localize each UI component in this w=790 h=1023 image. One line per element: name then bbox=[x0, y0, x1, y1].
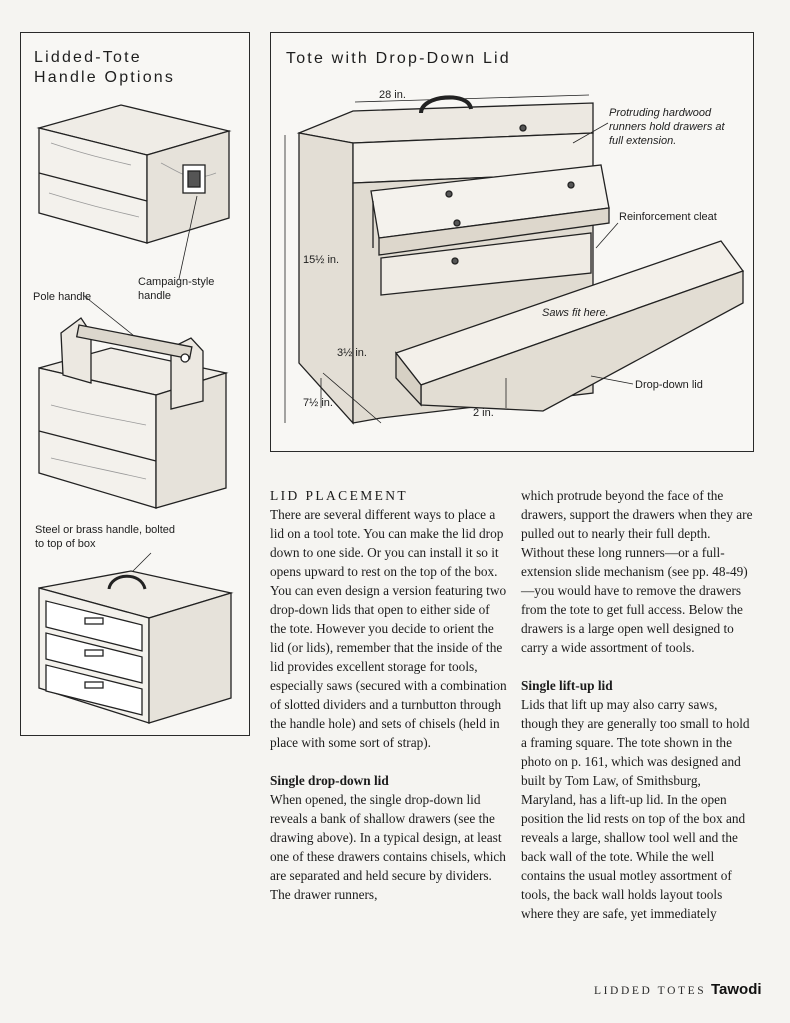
handle-options-title: Lidded-Tote Handle Options bbox=[34, 48, 175, 88]
handle-options-panel: Lidded-Tote Handle Options bbox=[20, 32, 250, 736]
lift-up-lid-subheading: Single lift-up lid bbox=[521, 678, 613, 693]
box-illustrations bbox=[36, 104, 234, 724]
pole-handle-box-drawing bbox=[38, 294, 229, 509]
article-column-1: LID PLACEMENT There are several differen… bbox=[270, 486, 508, 904]
handle-options-title-line2: Handle Options bbox=[34, 69, 176, 86]
running-head: LIDDED TOTES bbox=[594, 985, 707, 997]
saws-callout: Saws fit here. bbox=[542, 307, 609, 319]
tote-drawing bbox=[284, 94, 745, 425]
drop-down-lid-paragraph: When opened, the single drop-down lid re… bbox=[270, 792, 506, 902]
lid-depth-dimension: 2 in. bbox=[473, 407, 494, 419]
handle-options-title-line1: Lidded-Tote bbox=[34, 49, 142, 66]
runners-callout: Protruding hardwood runners hold drawers… bbox=[609, 107, 725, 147]
bolted-handle-box-drawing bbox=[38, 552, 234, 724]
lid-placement-heading: LID PLACEMENT bbox=[270, 488, 409, 503]
drop-down-lid-subheading: Single drop-down lid bbox=[270, 773, 389, 788]
campaign-handle-box-drawing bbox=[36, 104, 232, 280]
lid-placement-paragraph: There are several different ways to plac… bbox=[270, 507, 507, 750]
lift-up-lid-paragraph: Lids that lift up may also carry saws, t… bbox=[521, 697, 750, 921]
article-column-2: which protrude beyond the face of the dr… bbox=[521, 486, 756, 923]
drop-down-lid-title: Tote with Drop-Down Lid bbox=[286, 50, 511, 67]
drop-down-lid-panel: Tote with Drop-Down Lid bbox=[270, 32, 754, 452]
pole-handle-callout: Pole handle bbox=[33, 291, 92, 303]
cleat-callout: Reinforcement cleat bbox=[619, 211, 717, 223]
height-dimension: 15½ in. bbox=[303, 254, 340, 266]
depth-dimension: 7½ in. bbox=[303, 397, 333, 409]
watermark: Tawodi bbox=[711, 981, 762, 998]
lip-dimension: 3½ in. bbox=[337, 347, 367, 359]
steel-handle-callout: Steel or brass handle, bolted to top of … bbox=[35, 524, 176, 550]
runners-paragraph: which protrude beyond the face of the dr… bbox=[521, 488, 753, 655]
campaign-handle-callout: Campaign-style handle bbox=[138, 276, 215, 302]
width-dimension: 28 in. bbox=[379, 89, 406, 101]
drop-down-lid-callout: Drop-down lid bbox=[635, 379, 703, 391]
